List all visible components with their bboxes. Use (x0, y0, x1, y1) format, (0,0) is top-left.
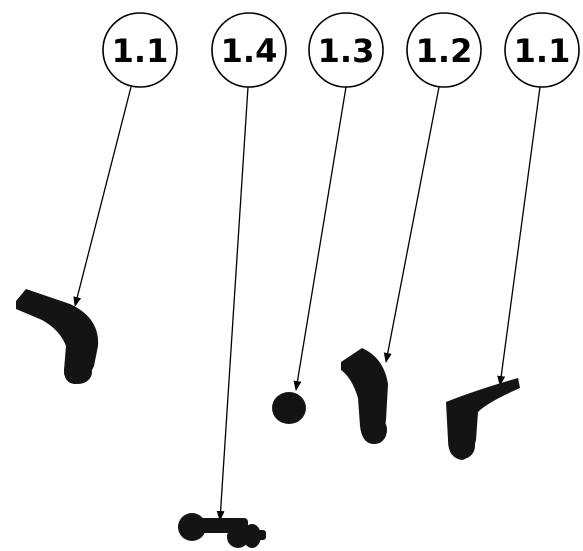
callout-label: 1.4 (221, 32, 278, 70)
callout-label: 1.3 (318, 32, 375, 70)
leader-arrow (296, 87, 346, 390)
callout-1-4: 1.4 (212, 13, 286, 520)
leader-arrow (75, 87, 131, 306)
callout-label: 1.1 (514, 32, 571, 70)
bracket-part-left (16, 289, 98, 384)
callout-1-2: 1.2 (386, 13, 481, 362)
leader-arrow (220, 87, 248, 520)
leader-arrow (500, 87, 540, 385)
bolt-part (178, 513, 266, 548)
callout-1-1-left: 1.1 (75, 13, 177, 306)
callout-label: 1.2 (416, 32, 473, 70)
bracket-part-middle (341, 348, 388, 444)
callout-1-3: 1.3 (296, 13, 383, 390)
leader-arrow (386, 87, 439, 362)
bracket-part-right (446, 378, 520, 460)
callout-1-1-right: 1.1 (500, 13, 579, 385)
nut-part (272, 392, 306, 424)
callout-label: 1.1 (112, 32, 169, 70)
